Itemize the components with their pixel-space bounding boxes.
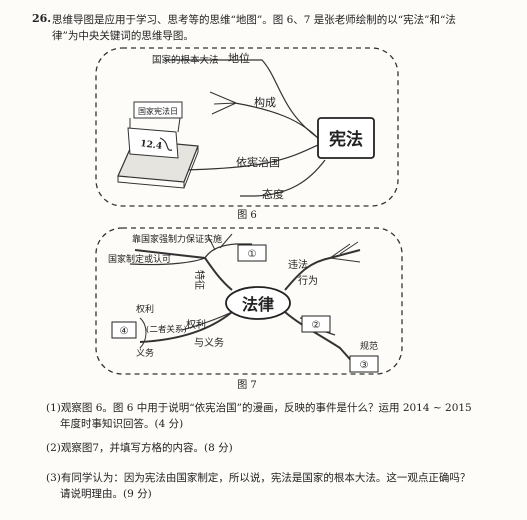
answer-box-4 bbox=[111, 321, 137, 339]
label-norm: 规范 bbox=[360, 340, 378, 352]
branch-rights bbox=[139, 311, 233, 343]
center-label-law: 法律 bbox=[242, 295, 274, 314]
center-label-constitution: 宪法 bbox=[329, 129, 363, 150]
subquestion-1-line1: (1)观察图 6。图 6 中用于说明“依宪治国”的漫画，反映的事件是什么？运用 … bbox=[46, 402, 472, 414]
label-guarantee: 靠国家强制力保证实施 bbox=[132, 233, 222, 245]
label-relationship: (二者关系) bbox=[146, 324, 187, 335]
fig7-caption: 图 7 bbox=[237, 379, 257, 391]
subquestion-3-line2: 请说明理由。(9 分) bbox=[60, 488, 152, 500]
fig7-dashed-frame bbox=[95, 227, 403, 375]
answer-box-2 bbox=[301, 315, 331, 333]
subquestion-3-line1: (3)有同学认为：因为宪法由国家制定，所以说，宪法是国家的根本大法。这一观点正确… bbox=[46, 472, 471, 484]
branch-rule-by-constitution bbox=[184, 144, 319, 171]
composition-twigs bbox=[209, 91, 237, 115]
subquestion-3: (3)有同学认为：因为宪法由国家制定，所以说，宪法是国家的根本大法。这一观点正确… bbox=[46, 470, 486, 502]
label-rule-by-constitution: 依宪治国 bbox=[236, 155, 280, 169]
subquestion-1-line2: 年度时事知识回答。(4 分) bbox=[60, 418, 184, 430]
label-feature: 特征 bbox=[193, 270, 205, 290]
fig6-caption: 图 6 bbox=[237, 209, 257, 221]
label-composition: 构成 bbox=[254, 95, 276, 109]
branch-box1 bbox=[204, 243, 252, 259]
label-behavior: 行为 bbox=[298, 274, 318, 287]
label-duty-word: 义务 bbox=[136, 347, 154, 359]
question-intro: 思维导图是应用于学习、思考等的思维“地图”。图 6、7 是张老师绘制的以“宪法”… bbox=[52, 12, 492, 44]
answer-box-1-label: ① bbox=[248, 249, 257, 260]
branch-made bbox=[129, 257, 206, 266]
question-number: 26. bbox=[32, 12, 52, 25]
answer-box-2-label: ② bbox=[312, 320, 321, 331]
branch-attitude bbox=[240, 159, 326, 197]
label-illegal: 违法 bbox=[288, 258, 308, 271]
calendar-title: 国家宪法日 bbox=[138, 106, 178, 116]
answer-box-3 bbox=[349, 355, 379, 373]
subquestion-2-line1: (2)观察图7，并填写方格的内容。(8 分) bbox=[46, 442, 233, 454]
subquestion-2: (2)观察图7，并填写方格的内容。(8 分) bbox=[46, 440, 486, 456]
fig6-dashed-frame bbox=[95, 47, 399, 207]
label-and-duties: 与义务 bbox=[194, 336, 224, 349]
answer-box-3-label: ③ bbox=[360, 360, 369, 371]
answer-box-1 bbox=[237, 244, 267, 262]
label-status: 地位 bbox=[228, 51, 250, 65]
center-oval-law bbox=[225, 286, 291, 320]
subquestion-1: (1)观察图 6。图 6 中用于说明“依宪治国”的漫画，反映的事件是什么？运用 … bbox=[46, 400, 486, 432]
calendar-date: 12.4 bbox=[140, 139, 163, 152]
answer-box-4-label: ④ bbox=[120, 326, 129, 337]
label-made: 国家制定或认可 bbox=[108, 253, 171, 265]
branch-composition bbox=[234, 102, 319, 139]
label-right-word: 权利 bbox=[136, 303, 154, 315]
center-box-constitution bbox=[317, 117, 375, 159]
calendar-cartoon: 国家宪法日 12.4 bbox=[117, 101, 199, 189]
label-fundamental-law: 国家的根本大法 bbox=[152, 54, 219, 66]
branch-behavior bbox=[284, 249, 361, 291]
label-rights: 权利 bbox=[186, 318, 206, 331]
intro-line-2: 律”为中央关键词的思维导图。 bbox=[52, 30, 194, 42]
label-attitude: 态度 bbox=[262, 187, 284, 201]
intro-line-1: 思维导图是应用于学习、思考等的思维“地图”。图 6、7 是张老师绘制的以“宪法”… bbox=[52, 14, 456, 26]
branch-feature bbox=[134, 249, 233, 291]
